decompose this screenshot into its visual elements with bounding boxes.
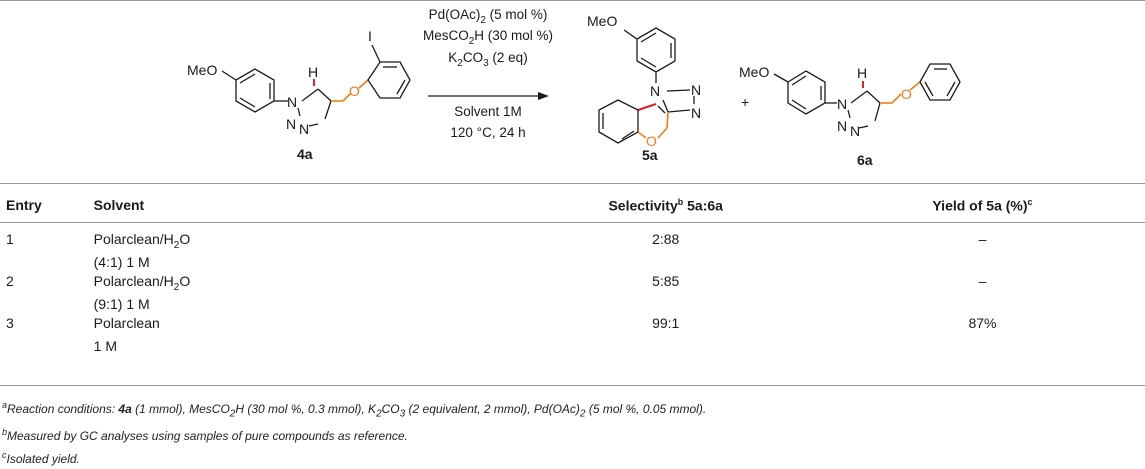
- reagent-line-5: 120 °C, 24 h: [450, 125, 525, 140]
- scheme-bottom-rule: [0, 183, 1145, 184]
- cell-entry: 3: [6, 315, 14, 331]
- plus-sign: +: [741, 94, 749, 110]
- footnote-c: cIsolated yield.: [2, 450, 80, 467]
- arrow-head: [538, 92, 549, 100]
- atom-o-4a: O: [349, 83, 360, 99]
- header-entry: Entry: [6, 197, 42, 213]
- cell-solvent: Polarclean/H2O(4:1) 1 M: [93, 231, 191, 270]
- atom-meo-5a: MeO: [587, 13, 617, 29]
- results-table: Entry Solvent Selectivityb 5a:6a Yield o…: [0, 188, 1145, 359]
- cell-entry: 1: [6, 231, 14, 247]
- table-header-row: Entry Solvent Selectivityb 5a:6a Yield o…: [0, 188, 1145, 222]
- atom-h-4a: H: [308, 64, 318, 80]
- cell-yield: 87%: [968, 315, 997, 331]
- substrate-4a-structure: [221, 44, 411, 127]
- atom-meo-4a: MeO: [187, 62, 217, 78]
- reagent-line-1: Pd(OAc)2 (5 mol %): [429, 7, 548, 26]
- atom-n3-6a: N: [850, 123, 860, 139]
- table-row: 1 Polarclean/H2O(4:1) 1 M 2:88 –: [0, 223, 1145, 271]
- atom-n2-5a: N: [691, 82, 701, 98]
- cell-yield: –: [978, 231, 987, 247]
- atom-n3-4a: N: [299, 121, 309, 137]
- atom-o-5a: O: [646, 133, 657, 149]
- product2-label: 6a: [857, 152, 873, 168]
- atom-n2-6a: N: [837, 118, 847, 134]
- atom-n1-5a: N: [650, 83, 660, 99]
- footnote-b: bMeasured by GC analyses using samples o…: [2, 427, 408, 444]
- product1-label: 5a: [642, 147, 658, 163]
- atom-i-4a: I: [368, 28, 372, 44]
- atom-n1-4a: N: [287, 94, 297, 110]
- substrate-label: 4a: [297, 146, 313, 162]
- table-bottom-rule: [0, 385, 1145, 386]
- footnote-a: aReaction conditions: 4a (1 mmol), MesCO…: [2, 400, 707, 420]
- top-rule: [0, 0, 1145, 1]
- cell-selectivity: 2:88: [652, 231, 680, 247]
- cell-yield: –: [978, 273, 987, 289]
- footnotes: aReaction conditions: 4a (1 mmol), MesCO…: [2, 396, 706, 469]
- cell-entry: 2: [6, 273, 14, 289]
- product-6a-structure: [773, 63, 961, 129]
- header-selectivity: Selectivityb 5a:6a: [608, 196, 723, 214]
- atom-n1-6a: N: [837, 96, 847, 112]
- atom-meo-6a: MeO: [739, 64, 769, 80]
- reagent-line-3: K2CO3 (2 eq): [448, 50, 527, 69]
- table-row: 2 Polarclean/H2O(9:1) 1 M 5:85 –: [0, 271, 1145, 315]
- atom-n2-4a: N: [286, 116, 296, 132]
- cell-solvent: Polarclean/H2O(9:1) 1 M: [93, 273, 191, 312]
- cell-selectivity: 99:1: [652, 315, 680, 331]
- atom-h-6a: H: [857, 65, 867, 81]
- reaction-scheme: MeO N N N H O I 4a MeO N N N O 5a + MeO …: [187, 7, 961, 168]
- atom-o-6a: O: [901, 86, 912, 102]
- header-yield: Yield of 5a (%)c: [932, 196, 1033, 214]
- reagent-line-4: Solvent 1M: [454, 104, 522, 119]
- cell-selectivity: 5:85: [652, 273, 680, 289]
- header-solvent: Solvent: [93, 197, 145, 213]
- atom-n3-5a: N: [691, 105, 701, 121]
- reagent-line-2: MesCO2H (30 mol %): [423, 28, 553, 47]
- product-5a-structure: [598, 27, 695, 144]
